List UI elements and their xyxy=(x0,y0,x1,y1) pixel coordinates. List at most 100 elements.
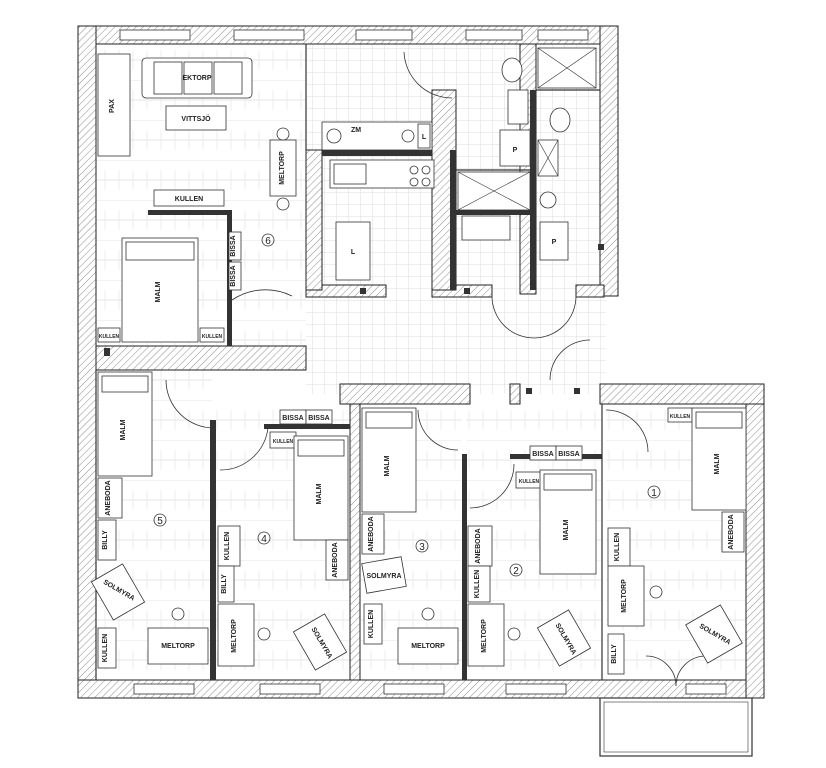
bissa-r4-label-2: BISSA xyxy=(308,415,329,422)
kullen-r2-top-label: KULLEN xyxy=(519,479,540,485)
malm-r2-label: MALM xyxy=(563,519,570,540)
malm-living-label: MALM xyxy=(155,281,162,302)
meltorp-living-label: MELTORP xyxy=(279,151,286,185)
room-4: BISSA BISSA KULLEN MALM ANEBODA KULLEN B… xyxy=(217,409,349,671)
meltorp-table-living xyxy=(269,139,297,197)
solmyra-desk-r3 xyxy=(361,556,407,594)
bath-p-label-2: P xyxy=(552,239,557,246)
kullen-r1-label: KULLEN xyxy=(614,533,621,561)
bissa-shelf xyxy=(305,409,333,425)
meltorp-table-r1 xyxy=(607,565,645,627)
malm-r3-label: MALM xyxy=(384,455,391,476)
zm-label: ZM xyxy=(351,127,361,134)
billy-r5-label: BILLY xyxy=(102,530,109,550)
toilet-icon xyxy=(549,107,571,133)
partitions xyxy=(95,44,603,680)
room-6-marker xyxy=(261,233,275,247)
room-6-number: 6 xyxy=(265,236,271,247)
sink-icon xyxy=(326,128,342,144)
doors xyxy=(165,51,707,687)
kitchen-l-label-2: L xyxy=(351,249,356,256)
toilet-icon xyxy=(501,57,523,83)
chair-icon xyxy=(276,127,290,141)
malm-r1-label: MALM xyxy=(714,453,721,474)
stove-burner-icon xyxy=(421,177,431,187)
aneboda-dresser-r3 xyxy=(361,513,385,555)
kullen-dresser-r5 xyxy=(97,627,117,669)
kullen-living-right-label: KULLEN xyxy=(202,334,223,340)
meltorp-r1-label: MELTORP xyxy=(621,579,628,613)
bathrooms: P P xyxy=(457,47,597,261)
billy-r4-label: BILLY xyxy=(221,574,228,594)
chair-icon xyxy=(171,607,185,621)
chair-icon xyxy=(649,585,663,599)
room-5-marker xyxy=(153,513,167,527)
meltorp-table-r4 xyxy=(217,603,255,667)
aneboda-dresser-r4 xyxy=(325,539,349,581)
kullen-nightstand xyxy=(199,327,225,343)
kullen-r4-label: KULLEN xyxy=(224,532,231,560)
pax-wardrobe xyxy=(97,53,131,157)
living-room: PAX EKTORP VITTSJÖ MELTORP KULLEN MALM B… xyxy=(97,53,297,343)
room-2-number: 2 xyxy=(513,566,519,577)
billy-r1-label: BILLY xyxy=(611,644,618,664)
aneboda-r4-label: ANEBODA xyxy=(332,542,339,577)
kullen-dresser-r3 xyxy=(363,603,383,645)
meltorp-r4-label: MELTORP xyxy=(231,619,238,653)
kullen-dresser-r2 xyxy=(467,565,491,603)
vittsjo-label: VITTSJÖ xyxy=(181,114,211,123)
solmyra-desk-r4 xyxy=(292,613,348,671)
room-1-marker xyxy=(647,485,661,499)
solmyra-desk-r5 xyxy=(90,563,146,621)
room-4-marker xyxy=(257,531,271,545)
sink-icon xyxy=(507,89,529,125)
room-4-number: 4 xyxy=(261,534,267,545)
room-2: BISSA BISSA KULLEN MALM ANEBODA KULLEN M… xyxy=(467,445,597,667)
kullen-living-left-label: KULLEN xyxy=(99,334,120,340)
room-5: MALM ANEBODA BILLY SOLMYRA KULLEN MELTOR… xyxy=(90,371,209,669)
kitchen-l-unit xyxy=(335,221,371,281)
bissa-living-label-2: BISSA xyxy=(230,265,237,286)
kullen-r5-label: KULLEN xyxy=(102,634,109,662)
stove-burner-icon xyxy=(409,165,419,175)
stove-burner-icon xyxy=(409,177,419,187)
kullen-r2-label: KULLEN xyxy=(474,570,481,598)
aneboda-dresser-r2 xyxy=(467,525,493,567)
washer-icon xyxy=(461,215,511,241)
radiator-marks xyxy=(104,244,604,394)
chair-icon xyxy=(507,627,521,641)
room-2-marker xyxy=(509,563,523,577)
aneboda-dresser-r5 xyxy=(97,477,123,519)
room-3-number: 3 xyxy=(419,542,425,553)
meltorp-r3-label: MELTORP xyxy=(411,643,445,650)
aneboda-r3-label: ANEBODA xyxy=(368,516,375,551)
stove-burner-icon xyxy=(401,129,415,143)
bissa-r2-label-2: BISSA xyxy=(558,451,579,458)
solmyra-desk-r2 xyxy=(536,609,592,667)
room-3: MALM ANEBODA SOLMYRA KULLEN MELTORP 3 xyxy=(361,407,459,665)
chair-icon xyxy=(276,197,290,211)
kullen-nightstand xyxy=(97,327,121,343)
kullen-living-label: KULLEN xyxy=(175,196,203,203)
balcony xyxy=(599,697,753,757)
bissa-living-label-1: BISSA xyxy=(230,235,237,256)
vittsjo-table xyxy=(165,105,227,131)
malm-r4-label: MALM xyxy=(316,483,323,504)
bath-p-unit xyxy=(499,129,531,167)
windows xyxy=(119,29,727,695)
bissa-shelf xyxy=(228,231,242,261)
kullen-dresser-living xyxy=(153,189,225,207)
stove-burner-icon xyxy=(421,165,431,175)
meltorp-table-r2 xyxy=(467,603,505,667)
pax-label: PAX xyxy=(109,99,116,113)
kullen-r4-top-label: KULLEN xyxy=(273,439,294,445)
kullen-r3-label: KULLEN xyxy=(368,610,375,638)
meltorp-r5-label: MELTORP xyxy=(161,643,195,650)
bissa-shelf xyxy=(555,445,583,461)
ektorp-label: EKTORP xyxy=(182,75,211,82)
bissa-r2-label-1: BISSA xyxy=(532,451,553,458)
solmyra-r3-label: SOLMYRA xyxy=(367,573,402,580)
billy-shelf-r4 xyxy=(217,565,235,603)
bissa-r4-label-1: BISSA xyxy=(282,415,303,422)
